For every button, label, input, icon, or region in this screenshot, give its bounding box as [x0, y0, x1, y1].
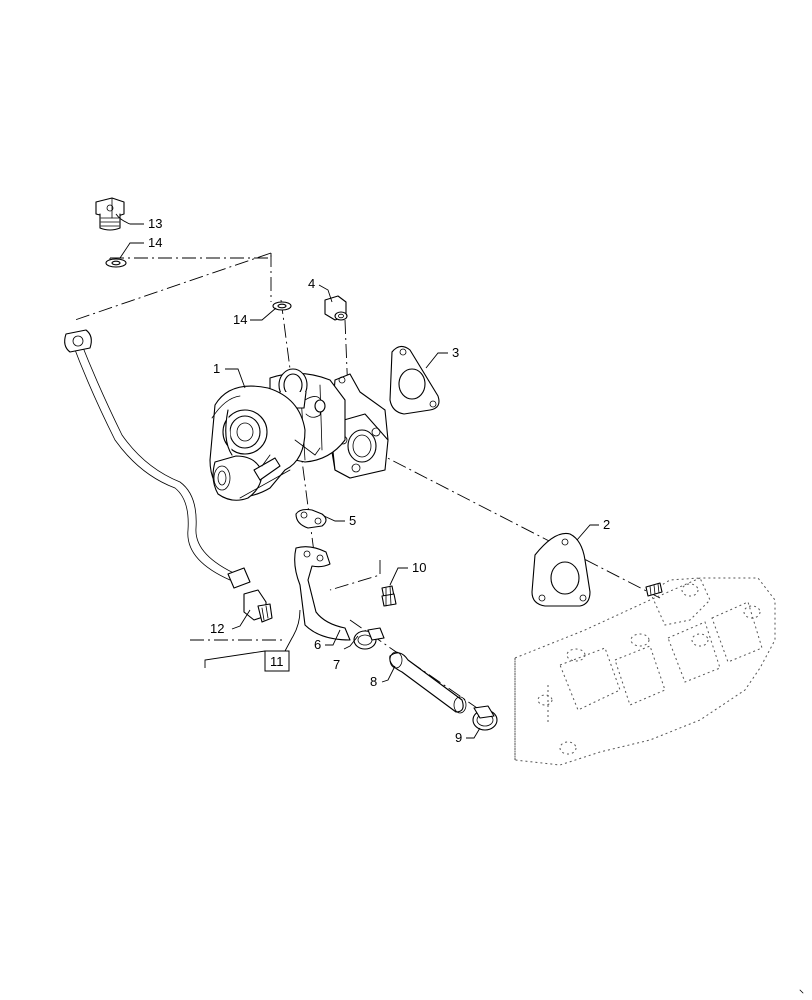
oil-drain-tube	[294, 546, 351, 641]
sealing-washer-left	[105, 258, 127, 268]
sealing-washer-center	[272, 301, 292, 311]
turbo-outlet-gasket	[389, 345, 440, 415]
hose-clamp-upper	[353, 627, 385, 650]
callout-11-box	[264, 650, 290, 672]
exhaust-manifold-phantom	[514, 577, 776, 766]
callout-10: 10	[412, 560, 426, 575]
callout-5: 5	[349, 513, 356, 528]
mounting-bolt	[381, 585, 397, 607]
turbocharger	[209, 368, 389, 501]
oil-drain-hose	[389, 651, 467, 714]
callout-6: 6	[314, 637, 321, 652]
callout-3: 3	[452, 345, 459, 360]
callout-4: 4	[308, 276, 315, 291]
callout-9: 9	[455, 730, 462, 745]
callout-7: 7	[333, 657, 340, 672]
callout-14-center: 14	[233, 312, 247, 327]
callout-2: 2	[603, 517, 610, 532]
leader-lines	[115, 213, 599, 739]
hose-clamp-lower	[472, 705, 498, 731]
callout-labels: 1 2 3 4 5 6 7 8 9 10 11 12 13 14 14	[148, 216, 610, 745]
oil-drain-gasket	[295, 508, 327, 529]
callout-12: 12	[210, 621, 224, 636]
manifold-gasket	[531, 532, 591, 607]
callout-1: 1	[213, 361, 220, 376]
oil-feed-line	[64, 329, 273, 623]
callout-8: 8	[370, 674, 377, 689]
banjo-bolt	[95, 197, 125, 231]
corner-mark	[799, 989, 804, 994]
flange-nut	[324, 295, 348, 321]
callout-14-upper: 14	[148, 235, 162, 250]
manifold-stud	[645, 582, 663, 597]
callout-11: 11	[270, 654, 284, 669]
callout-13: 13	[148, 216, 162, 231]
